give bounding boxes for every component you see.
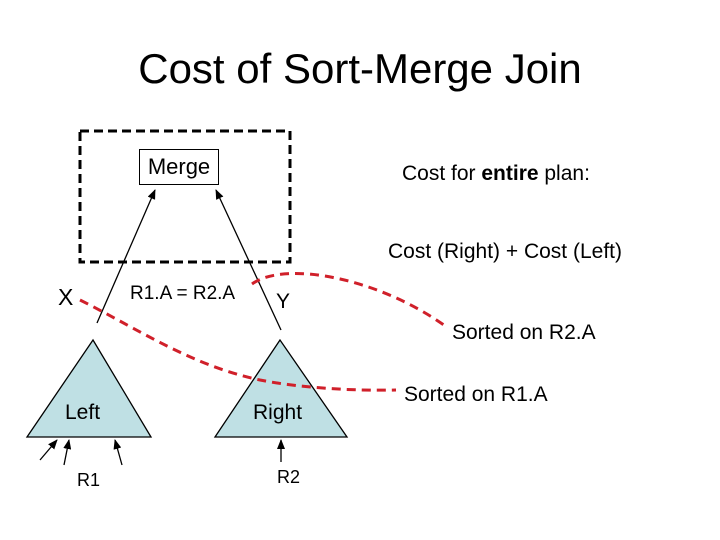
left-subtree-label: Left xyxy=(65,401,101,424)
relation-r2-label: R2 xyxy=(277,467,301,487)
red-curve-sorted-r1a xyxy=(79,298,397,392)
merge-label: Merge xyxy=(147,154,211,179)
cost-entire-suffix: plan: xyxy=(538,162,590,185)
red-curve-sorted-r2a xyxy=(251,272,449,330)
edge-left-to-merge xyxy=(96,189,156,324)
sorted-on-r2a-label: Sorted on R2.A xyxy=(452,321,596,344)
input-arrow-2 xyxy=(63,439,72,466)
cost-entire-plan-text: Cost for entire plan: xyxy=(402,163,590,184)
right-triangle xyxy=(213,338,349,438)
right-subtree-label: Right xyxy=(253,401,303,424)
input-arrow-1 xyxy=(39,439,58,461)
dashed-plan-box xyxy=(78,129,292,264)
input-arrow-3 xyxy=(113,439,123,466)
relation-r1-label: R1 xyxy=(77,470,101,490)
left-triangle xyxy=(25,338,153,438)
label-x: X xyxy=(58,284,74,310)
cost-entire-prefix: Cost for xyxy=(402,162,482,185)
edge-right-to-merge xyxy=(215,189,282,331)
merge-operator-box: Merge xyxy=(139,149,219,185)
cost-entire-bold: entire xyxy=(481,162,539,185)
sorted-on-r1a-label: Sorted on R1.A xyxy=(404,383,548,406)
cost-formula-text: Cost (Right) + Cost (Left) xyxy=(388,240,622,263)
slide-title: Cost of Sort-Merge Join xyxy=(138,45,582,92)
label-y: Y xyxy=(276,290,291,313)
join-condition-label: R1.A = R2.A xyxy=(130,283,236,304)
